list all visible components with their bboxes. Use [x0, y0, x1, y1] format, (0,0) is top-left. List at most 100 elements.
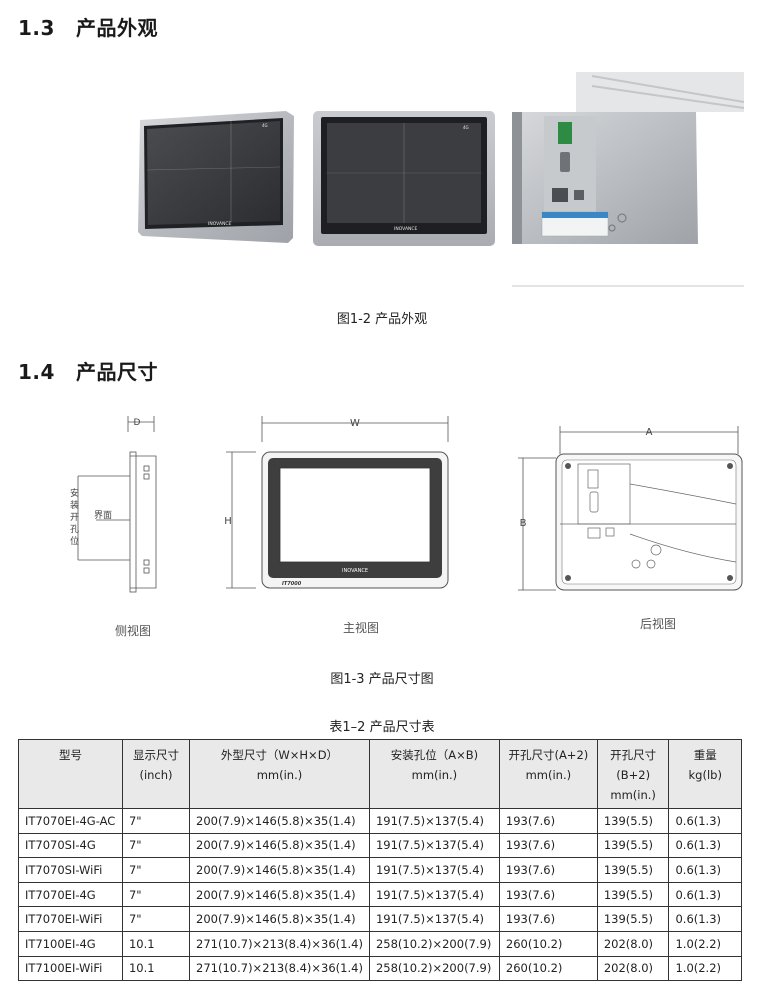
dim-label-b: B — [520, 518, 527, 529]
cell-cut-b: 202(8.0) — [596, 930, 670, 957]
header-weight: 重量 kg(lb) — [668, 739, 742, 809]
header-outline-size: 外型尺寸（W×H×D） mm(in.) — [189, 739, 370, 809]
view-label-side: 侧视图 — [115, 624, 152, 638]
cell-mount: 191(7.5)×137(5.4) — [368, 881, 500, 908]
cell-outline: 200(7.9)×146(5.8)×35(1.4) — [189, 881, 370, 908]
cell-cut-a: 260(10.2) — [498, 930, 598, 957]
dim-label-a: A — [646, 427, 653, 438]
drawing-logo-text: INOVANCE — [342, 568, 368, 574]
dim-label-w: W — [350, 418, 360, 429]
table-caption: 表1–2 产品尺寸表 — [329, 720, 435, 735]
callout-char: 开 — [70, 512, 79, 523]
cell-mount: 258(10.2)×200(7.9) — [368, 955, 500, 982]
cell-mount: 191(7.5)×137(5.4) — [368, 906, 500, 932]
cell-cut-a: 193(7.6) — [498, 857, 598, 883]
front2-logo-text: INOVANCE — [394, 226, 418, 232]
cell-outline: 271(10.7)×213(8.4)×36(1.4) — [189, 930, 370, 957]
dim-label-h: H — [224, 516, 232, 527]
cell-model: IT7100EI-4G — [18, 930, 123, 957]
cell-weight: 0.6(1.3) — [668, 881, 742, 908]
cell-cut-b: 139(5.5) — [596, 881, 670, 908]
table-row: IT7100EI-4G 10.1 271(10.7)×213(8.4)×36(1… — [18, 930, 742, 957]
cell-cut-b: 139(5.5) — [596, 808, 670, 834]
cell-weight: 0.6(1.3) — [668, 857, 742, 883]
cell-weight: 1.0(2.2) — [668, 955, 742, 982]
table-header-row: 型号 显示尺寸 (inch) 外型尺寸（W×H×D） mm(in.) 安装孔位（… — [18, 739, 742, 809]
table-row: IT7100EI-WiFi 10.1 271(10.7)×213(8.4)×36… — [18, 955, 742, 982]
cell-outline: 200(7.9)×146(5.8)×35(1.4) — [189, 857, 370, 883]
cell-cut-b: 202(8.0) — [596, 955, 670, 982]
product-photo-back — [512, 72, 744, 287]
drawing-model-text: IT7000 — [282, 581, 302, 587]
product-photo-front-angled: INOVANCE 4G — [138, 111, 294, 243]
front-logo-text: INOVANCE — [208, 221, 232, 227]
front2-badge-text: 4G — [463, 125, 469, 130]
cell-model: IT7070EI-4G — [18, 881, 123, 908]
header-display-size: 显示尺寸 (inch) — [121, 739, 191, 809]
cell-model: IT7070SI-WiFi — [18, 857, 123, 883]
cell-cut-a: 193(7.6) — [498, 881, 598, 908]
cell-display: 7" — [121, 808, 191, 834]
callout-face-label: 界面 — [94, 510, 112, 521]
view-label-back: 后视图 — [640, 617, 677, 631]
cell-mount: 191(7.5)×137(5.4) — [368, 832, 500, 859]
cell-cut-b: 139(5.5) — [596, 857, 670, 883]
cell-cut-a: 193(7.6) — [498, 808, 598, 834]
callout-char: 安 — [70, 487, 79, 499]
cell-outline: 271(10.7)×213(8.4)×36(1.4) — [189, 955, 370, 982]
front-badge-text: 4G — [262, 123, 268, 128]
cell-display: 7" — [121, 881, 191, 908]
callout-char: 孔 — [70, 524, 79, 535]
section-number: 1.4 — [18, 360, 55, 384]
back-view-drawing: A B — [518, 426, 743, 591]
header-model: 型号 — [18, 739, 123, 809]
cell-display: 7" — [121, 857, 191, 883]
cell-mount: 258(10.2)×200(7.9) — [368, 930, 500, 957]
cell-model: IT7100EI-WiFi — [18, 955, 123, 982]
view-label-front: 主视图 — [343, 621, 380, 635]
cell-model: IT7070SI-4G — [18, 832, 123, 859]
header-cutout-a: 开孔尺寸(A+2) mm(in.) — [498, 739, 598, 809]
table-row: IT7070SI-4G 7" 200(7.9)×146(5.8)×35(1.4)… — [18, 832, 742, 859]
cell-outline: 200(7.9)×146(5.8)×35(1.4) — [189, 808, 370, 834]
cell-display: 10.1 — [121, 930, 191, 957]
section-number: 1.3 — [18, 16, 55, 40]
dimension-table: 型号 显示尺寸 (inch) 外型尺寸（W×H×D） mm(in.) 安装孔位（… — [18, 739, 742, 982]
cell-cut-a: 193(7.6) — [498, 906, 598, 932]
figure-caption-dimensions: 图1-3 产品尺寸图 — [330, 672, 434, 687]
section-heading-appearance: 1.3 产品外观 — [18, 12, 158, 41]
cell-outline: 200(7.9)×146(5.8)×35(1.4) — [189, 832, 370, 859]
cell-mount: 191(7.5)×137(5.4) — [368, 857, 500, 883]
cell-display: 7" — [121, 906, 191, 932]
callout-char: 位 — [70, 535, 79, 547]
cell-cut-b: 139(5.5) — [596, 906, 670, 932]
side-view-drawing: D 安 装 开 孔 位 界面 — [70, 416, 157, 593]
cell-outline: 200(7.9)×146(5.8)×35(1.4) — [189, 906, 370, 932]
table-row: IT7070SI-WiFi 7" 200(7.9)×146(5.8)×35(1.… — [18, 857, 742, 883]
front-view-drawing: INOVANCE IT7000 W H — [224, 416, 449, 589]
cell-weight: 0.6(1.3) — [668, 832, 742, 859]
section-title: 产品外观 — [76, 16, 158, 40]
cell-model: IT7070EI-4G-AC — [18, 808, 123, 834]
cell-weight: 1.0(2.2) — [668, 930, 742, 957]
section-title: 产品尺寸 — [76, 360, 158, 384]
cell-cut-a: 260(10.2) — [498, 955, 598, 982]
cell-display: 10.1 — [121, 955, 191, 982]
cell-weight: 0.6(1.3) — [668, 808, 742, 834]
callout-char: 装 — [70, 499, 79, 511]
product-photo-front: INOVANCE 4G — [313, 111, 495, 246]
header-cutout-b: 开孔尺寸 (B+2) mm(in.) — [596, 739, 670, 809]
cell-cut-b: 139(5.5) — [596, 832, 670, 859]
header-mount-holes: 安装孔位（A×B) mm(in.) — [368, 739, 500, 809]
table-row: IT7070EI-WiFi 7" 200(7.9)×146(5.8)×35(1.… — [18, 906, 742, 932]
cell-model: IT7070EI-WiFi — [18, 906, 123, 932]
cell-mount: 191(7.5)×137(5.4) — [368, 808, 500, 834]
table-row: IT7070EI-4G 7" 200(7.9)×146(5.8)×35(1.4)… — [18, 881, 742, 908]
dim-label-d: D — [134, 418, 141, 428]
section-heading-dimensions: 1.4 产品尺寸 — [18, 356, 158, 385]
cell-display: 7" — [121, 832, 191, 859]
cell-weight: 0.6(1.3) — [668, 906, 742, 932]
figure-caption-appearance: 图1-2 产品外观 — [336, 312, 428, 327]
table-row: IT7070EI-4G-AC 7" 200(7.9)×146(5.8)×35(1… — [18, 808, 742, 834]
cell-cut-a: 193(7.6) — [498, 832, 598, 859]
